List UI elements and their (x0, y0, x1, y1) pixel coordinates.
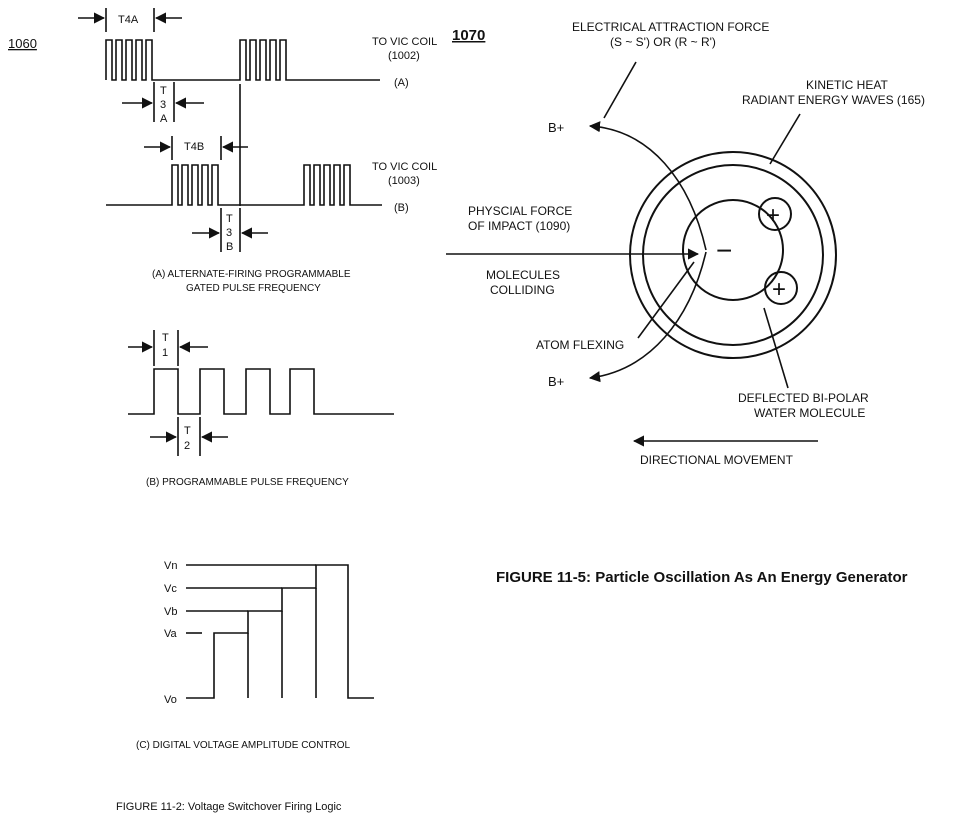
figure-11-5-caption: FIGURE 11-5: Particle Oscillation As An … (496, 569, 908, 586)
lower-attraction-arc (588, 251, 707, 383)
b-plus-lower: B+ (548, 374, 564, 389)
caption-a-line2: GATED PULSE FREQUENCY (186, 283, 321, 294)
attraction-force-line2: (S ~ S') OR (R ~ R') (610, 35, 716, 49)
to-vic-coil-a: TO VIC COIL (372, 36, 437, 48)
t2-letter-2: 2 (184, 440, 190, 452)
figure-11-2-caption: FIGURE 11-2: Voltage Switchover Firing L… (116, 801, 342, 813)
t4a-dimension: T4A (78, 8, 182, 32)
colliding-label-line1: MOLECULES (486, 268, 560, 282)
t3b-letter-3: B (226, 241, 233, 253)
ref-number-1060: 1060 (8, 36, 37, 51)
outer-radiant-ring (629, 151, 837, 359)
colliding-label-line2: COLLIDING (490, 283, 555, 297)
deflected-label-line1: DEFLECTED BI-POLAR (738, 391, 869, 405)
water-molecule: − + + (629, 151, 837, 359)
t4b-label: T4B (184, 141, 204, 153)
to-vic-coil-b: TO VIC COIL (372, 161, 437, 173)
caption-c: (C) DIGITAL VOLTAGE AMPLITUDE CONTROL (136, 740, 351, 751)
t3b-letter-2: 3 (226, 227, 232, 239)
channel-b-label: (B) (394, 202, 409, 214)
caption-b: (B) PROGRAMMABLE PULSE FREQUENCY (146, 477, 349, 488)
t4b-dimension: T4B (144, 136, 248, 160)
hydrogen-atom-lower (764, 271, 798, 305)
pulse-train-b (106, 164, 382, 206)
voltage-amplitude-chart: Vn Vc Vb Va Vo (164, 560, 374, 706)
radiant-leader-line (769, 113, 801, 165)
level-va: Va (164, 628, 178, 640)
level-vn: Vn (164, 560, 177, 572)
t1-letter-1: T (162, 332, 169, 344)
t3a-letter-1: T (160, 85, 167, 97)
t2-letter-1: T (184, 425, 191, 437)
pulse-train-a (105, 39, 380, 81)
t3a-dimension: T 3 A (122, 82, 204, 125)
oxygen-atom (682, 199, 784, 301)
level-vo: Vo (164, 694, 177, 706)
t3a-letter-3: A (160, 113, 168, 125)
programmable-pulse-train (128, 368, 394, 415)
t2-dimension: T 2 (150, 417, 228, 456)
voltage-staircase (186, 564, 374, 699)
hydrogen-atom-upper (758, 197, 792, 231)
attraction-leader-line (603, 61, 637, 119)
deflected-leader-line (763, 307, 789, 389)
coil-ref-1002: (1002) (388, 50, 420, 62)
atom-flexing-label: ATOM FLEXING (536, 338, 624, 352)
kinetic-heat-line1: KINETIC HEAT (806, 78, 888, 92)
positive-charge-sign-upper: + (766, 202, 780, 229)
inner-molecule-ring (642, 164, 824, 346)
t3a-letter-2: 3 (160, 99, 166, 111)
deflected-label-line2: WATER MOLECULE (754, 406, 865, 420)
positive-charge-sign-lower: + (772, 276, 786, 303)
level-vc: Vc (164, 583, 177, 595)
atom-flexing-leader (637, 261, 695, 339)
t1-letter-2: 1 (162, 347, 168, 359)
impact-label-line1: PHYSCIAL FORCE (468, 204, 572, 218)
kinetic-heat-line2: RADIANT ENERGY WAVES (165) (742, 93, 925, 107)
upper-attraction-arc (588, 121, 707, 251)
t3b-letter-1: T (226, 213, 233, 225)
t1-dimension: T 1 (128, 330, 208, 366)
coil-ref-1003: (1003) (388, 175, 420, 187)
attraction-force-line1: ELECTRICAL ATTRACTION FORCE (572, 20, 769, 34)
caption-a-line1: (A) ALTERNATE-FIRING PROGRAMMABLE (152, 269, 351, 280)
level-vb: Vb (164, 606, 177, 618)
directional-movement-label: DIRECTIONAL MOVEMENT (640, 453, 794, 467)
b-plus-upper: B+ (548, 120, 564, 135)
ref-number-1070: 1070 (452, 27, 485, 44)
t4a-label: T4A (118, 14, 139, 26)
channel-a-label: (A) (394, 77, 409, 89)
t3b-dimension: T 3 B (192, 208, 268, 253)
impact-label-line2: OF IMPACT (1090) (468, 219, 570, 233)
negative-charge-sign: − (716, 235, 732, 266)
